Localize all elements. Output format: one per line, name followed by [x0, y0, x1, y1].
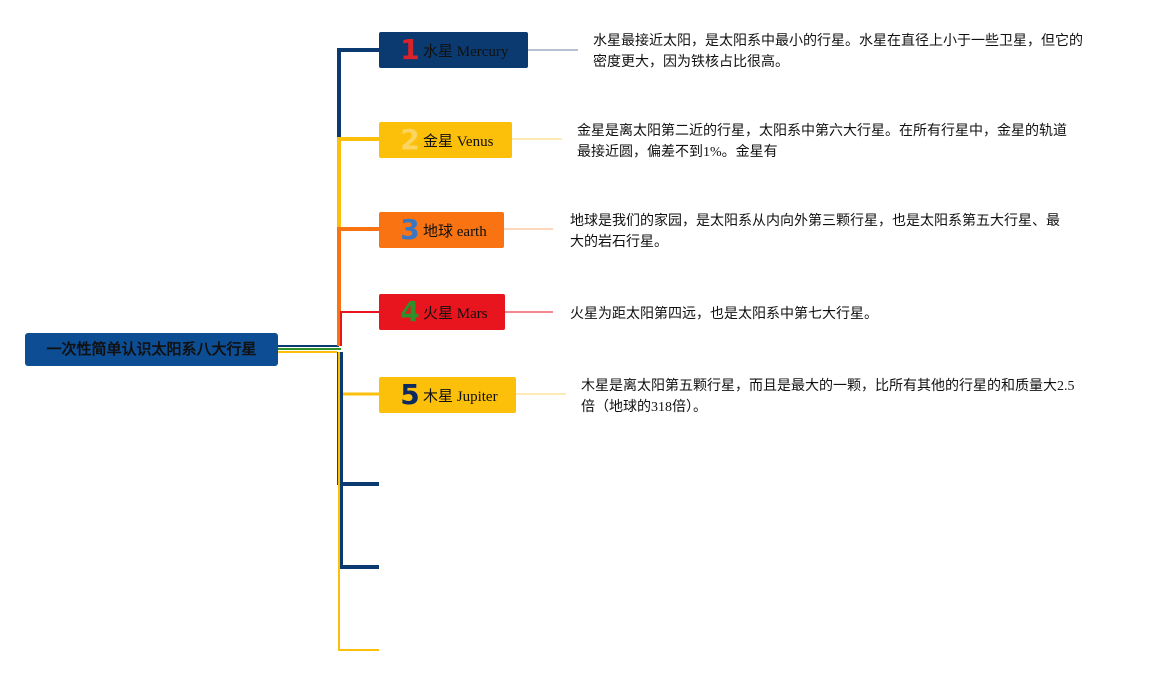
branch-3: [337, 227, 379, 346]
number-icon: 1: [400, 33, 420, 66]
planet-description-jupiter: 木星是离太阳第五颗行星，而且是最大的一颗，比所有其他的行星的和质量大2.5倍（地…: [581, 379, 1075, 415]
planet-label: 木星 Jupiter: [423, 388, 498, 405]
root-topic[interactable]: 一次性简单认识太阳系八大行星: [25, 333, 278, 366]
empty-branch-2: [339, 352, 379, 569]
empty-branch-3: [338, 352, 379, 651]
planet-label: 金星 Venus: [423, 133, 494, 150]
planet-node-mars[interactable]: 4 火星 Mars: [379, 294, 505, 330]
planet-label: 水星 Mercury: [423, 43, 509, 60]
number-icon: 5: [400, 378, 420, 411]
planet-node-jupiter[interactable]: 5 木星 Jupiter: [379, 377, 516, 413]
planet-node-earth[interactable]: 3 地球 earth: [379, 212, 504, 248]
planet-description-venus: 金星是离太阳第二近的行星，太阳系中第六大行星。在所有行星中，金星的轨道最接近圆，…: [577, 124, 1067, 160]
number-icon: 3: [400, 213, 420, 246]
planet-label: 火星 Mars: [423, 305, 488, 322]
root-topic-label: 一次性简单认识太阳系八大行星: [46, 340, 257, 358]
branch-5: [337, 352, 379, 396]
planet-description-earth: 地球是我们的家园，是太阳系从内向外第三颗行星，也是太阳系第五大行星、最大的岩石行…: [570, 214, 1060, 250]
planet-label: 地球 earth: [423, 223, 487, 240]
empty-branch-1: [337, 352, 379, 485]
branch-4: [340, 311, 379, 346]
branch-2: [337, 137, 379, 346]
number-icon: 2: [400, 123, 420, 156]
branch-1: [337, 48, 379, 346]
planet-description-mars: 火星为距太阳第四远，也是太阳系中第七大行星。: [570, 307, 878, 322]
planet-description-mercury: 水星最接近太阳，是太阳系中最小的行星。水星在直径上小于一些卫星，但它的密度更大，…: [593, 34, 1083, 70]
number-icon: 4: [400, 295, 420, 328]
planet-node-mercury[interactable]: 1 水星 Mercury: [379, 32, 528, 68]
planet-node-venus[interactable]: 2 金星 Venus: [379, 122, 512, 158]
